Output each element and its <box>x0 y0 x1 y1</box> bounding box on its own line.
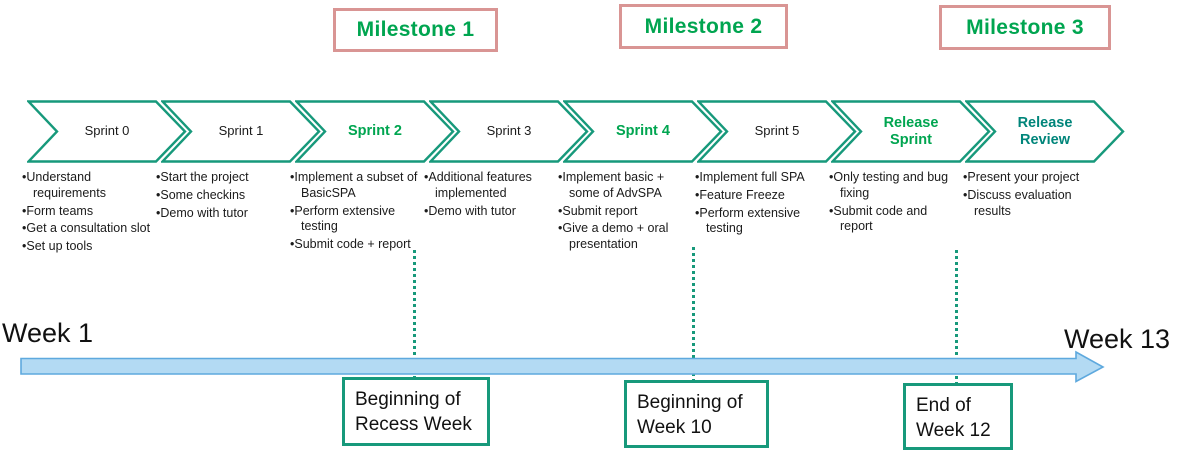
dotted-connector-week-12 <box>955 250 958 383</box>
bullet-item: Present your project <box>963 170 1101 186</box>
marker-recess-week: Beginning of Recess Week <box>342 377 490 446</box>
bullet-item: Understand requirements <box>22 170 152 202</box>
sprint-5-bullets: Implement full SPA Feature Freeze Perfor… <box>695 170 827 239</box>
bullet-item: Implement a subset of BasicSPA <box>290 170 422 202</box>
sprint-0-label: Sprint 0 <box>84 123 130 139</box>
bullet-item: Submit report <box>558 204 696 220</box>
milestone-2-label: Milestone 2 <box>644 14 763 38</box>
chevron-arrow-icon <box>429 100 589 163</box>
dotted-connector-week-10 <box>692 247 695 380</box>
sprint-4-bullets: Implement basic + some of AdvSPA Submit … <box>558 170 696 255</box>
sprint-0-bullets: Understand requirements Form teams Get a… <box>22 170 152 257</box>
milestone-1-box: Milestone 1 <box>333 8 498 52</box>
week-start-label: Week 1 <box>2 318 94 348</box>
bullet-item: Give a demo + oral presentation <box>558 221 696 253</box>
release-review-bullets: Present your project Discuss evaluation … <box>963 170 1101 221</box>
week-end-label: Week 13 <box>1064 324 1171 354</box>
chevron-sprint-0: Sprint 0 <box>27 100 187 163</box>
sprint-2-label: Sprint 2 <box>348 123 402 140</box>
bullet-item: Submit code and report <box>829 204 951 236</box>
bullet-item: Perform extensive testing <box>695 206 827 238</box>
sprint-3-bullets: Additional features implemented Demo wit… <box>424 170 550 221</box>
bullet-item: Start the project <box>156 170 284 186</box>
bullet-item: Get a consultation slot <box>22 221 152 237</box>
bullet-item: Demo with tutor <box>424 204 550 220</box>
bullet-item: Demo with tutor <box>156 206 284 222</box>
dotted-connector-recess-week <box>413 250 416 377</box>
milestone-3-box: Milestone 3 <box>939 5 1111 50</box>
chevron-release-review: Release Review <box>965 100 1125 163</box>
milestone-2-box: Milestone 2 <box>619 4 788 49</box>
sprint-1-bullets: Start the project Some checkins Demo wit… <box>156 170 284 223</box>
release-sprint-bullets: Only testing and bug fixing Submit code … <box>829 170 951 237</box>
bullet-item: Form teams <box>22 204 152 220</box>
release-sprint-label: Release Sprint <box>883 115 939 148</box>
bullet-item: Implement basic + some of AdvSPA <box>558 170 696 202</box>
sprint-4-label: Sprint 4 <box>616 123 670 140</box>
bullet-item: Perform extensive testing <box>290 204 422 236</box>
bullet-item: Set up tools <box>22 239 152 255</box>
chevron-sprint-1: Sprint 1 <box>161 100 321 163</box>
bullet-item: Discuss evaluation results <box>963 188 1101 220</box>
bullet-item: Some checkins <box>156 188 284 204</box>
bullet-item: Feature Freeze <box>695 188 827 204</box>
chevron-arrow-icon <box>697 100 857 163</box>
bullet-item: Implement full SPA <box>695 170 827 186</box>
release-review-label: Release Review <box>1017 115 1073 148</box>
sprint-1-label: Sprint 1 <box>218 123 264 139</box>
chevron-arrow-icon <box>965 100 1125 163</box>
sprint-3-label: Sprint 3 <box>486 123 532 139</box>
chevron-release-sprint: Release Sprint <box>831 100 991 163</box>
sprint-2-bullets: Implement a subset of BasicSPA Perform e… <box>290 170 422 255</box>
marker-week-12: End of Week 12 <box>903 383 1013 450</box>
chevron-arrow-icon <box>161 100 321 163</box>
milestone-1-label: Milestone 1 <box>356 18 475 41</box>
chevron-arrow-icon <box>831 100 991 163</box>
bullet-item: Submit code + report <box>290 237 422 253</box>
chevron-arrow-icon <box>563 100 723 163</box>
chevron-sprint-3: Sprint 3 <box>429 100 589 163</box>
chevron-sprint-5: Sprint 5 <box>697 100 857 163</box>
sprint-5-label: Sprint 5 <box>754 123 800 139</box>
bullet-item: Additional features implemented <box>424 170 550 202</box>
milestone-3-label: Milestone 3 <box>966 15 1084 39</box>
marker-week-10: Beginning of Week 10 <box>624 380 769 448</box>
chevron-arrow-icon <box>295 100 455 163</box>
chevron-arrow-icon <box>27 100 187 163</box>
chevron-sprint-2: Sprint 2 <box>295 100 455 163</box>
chevron-sprint-4: Sprint 4 <box>563 100 723 163</box>
bullet-item: Only testing and bug fixing <box>829 170 951 202</box>
